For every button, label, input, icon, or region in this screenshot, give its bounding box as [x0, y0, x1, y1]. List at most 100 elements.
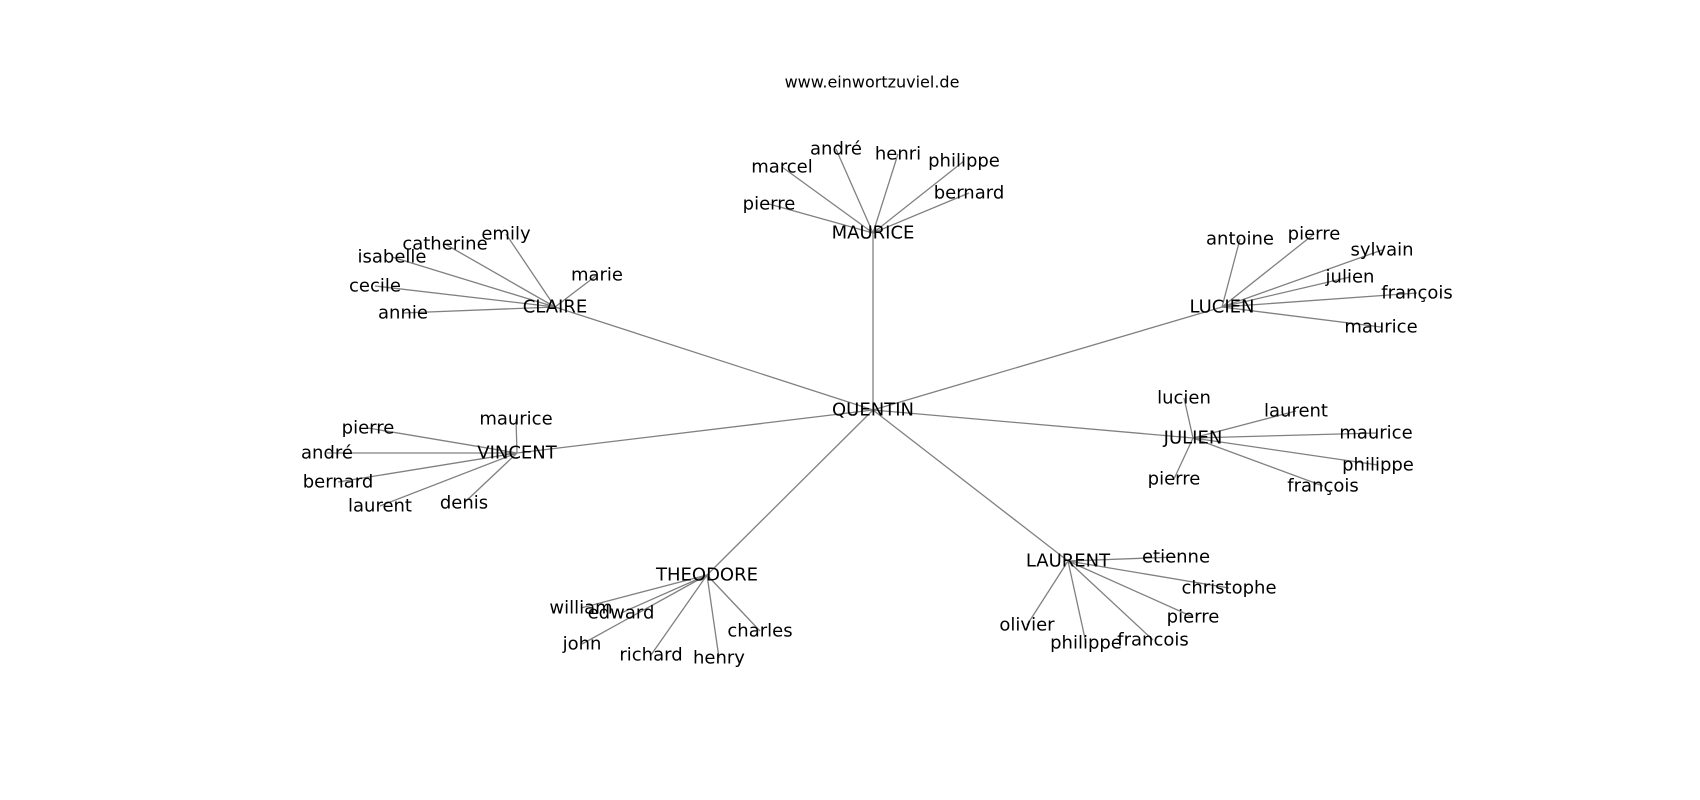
edge-hub-to-leaf — [580, 574, 708, 609]
edge-hub-to-leaf — [1183, 397, 1194, 439]
leaf-node: laurent — [1264, 401, 1328, 422]
edge-hub-to-leaf — [620, 574, 708, 614]
edge-hub-to-leaf — [444, 243, 556, 308]
leaf-node: john — [562, 634, 602, 655]
edge-hub-to-leaf — [1067, 560, 1087, 644]
leaf-node: bernard — [303, 472, 374, 493]
leaf-node: henri — [875, 144, 921, 165]
source-watermark: www.einwortzuviel.de — [785, 73, 960, 92]
edge-hub-to-leaf — [835, 148, 874, 234]
edge-hub-to-leaf — [391, 256, 556, 308]
edge-root-to-hub — [554, 306, 874, 411]
hub-node: VINCENT — [477, 443, 557, 464]
leaf-node: pierre — [1167, 607, 1220, 628]
edge-root-to-hub — [706, 409, 874, 576]
hub-node: LAURENT — [1026, 551, 1111, 572]
edge-root-to-hub — [872, 409, 1194, 439]
edge-hub-to-leaf — [1192, 432, 1377, 439]
edge-hub-to-leaf — [1067, 560, 1230, 589]
leaf-node: edward — [588, 603, 655, 624]
leaf-node: maurice — [1344, 317, 1417, 338]
edge-hub-to-leaf — [374, 285, 556, 308]
leaf-node: pierre — [1148, 469, 1201, 490]
hub-node: CLAIRE — [523, 297, 588, 318]
edge-hub-to-leaf — [1221, 292, 1418, 308]
leaf-node: olivier — [999, 615, 1055, 636]
leaf-node: maurice — [479, 409, 552, 430]
leaf-node: julien — [1325, 267, 1375, 288]
leaf-node: philippe — [928, 151, 1000, 172]
edge-hub-to-leaf — [515, 418, 518, 454]
leaf-node: pierre — [342, 418, 395, 439]
edge-hub-to-leaf — [337, 452, 518, 483]
edge-hub-to-leaf — [872, 160, 965, 234]
leaf-node: henry — [693, 648, 745, 669]
edge-hub-to-leaf — [1026, 560, 1069, 626]
edge-hub-to-leaf — [781, 166, 874, 234]
hub-node: THEODORE — [655, 565, 758, 586]
leaf-node: antoine — [1206, 229, 1274, 250]
leaf-node: francois — [1117, 630, 1188, 651]
edge-root-to-hub — [872, 409, 1069, 562]
edge-hub-to-leaf — [872, 192, 970, 234]
edge-hub-to-leaf — [463, 452, 518, 504]
edge-hub-to-leaf — [1221, 249, 1383, 308]
leaf-node: andré — [301, 443, 353, 464]
leaf-node: sylvain — [1350, 240, 1413, 261]
leaf-node: philippe — [1342, 455, 1414, 476]
edge-hub-to-leaf — [379, 452, 518, 507]
hub-node: LUCIEN — [1189, 297, 1254, 318]
leaf-node: françois — [1381, 283, 1452, 304]
leaf-node: pierre — [743, 194, 796, 215]
leaf-node: françois — [1287, 476, 1358, 497]
leaf-node: william — [549, 598, 612, 619]
edge-hub-to-leaf — [1067, 556, 1177, 562]
leaf-node: cecile — [349, 276, 401, 297]
edge-hub-to-leaf — [706, 574, 761, 632]
leaf-node: isabelle — [358, 247, 427, 268]
edge-hub-to-leaf — [650, 574, 708, 656]
edge-hub-to-leaf — [581, 574, 708, 645]
leaf-node: marie — [571, 265, 623, 286]
leaf-node: marcel — [751, 157, 813, 178]
edge-hub-to-leaf — [1067, 560, 1194, 618]
edge-hub-to-leaf — [1192, 437, 1324, 487]
edge-hub-to-leaf — [768, 203, 874, 234]
leaf-node: etienne — [1142, 547, 1210, 568]
leaf-node: pierre — [1288, 224, 1341, 245]
leaf-node: andré — [810, 139, 862, 160]
edge-hub-to-leaf — [554, 274, 598, 308]
leaf-node: charles — [727, 621, 792, 642]
edges — [327, 148, 1418, 659]
edge-root-to-hub — [872, 306, 1223, 411]
leaf-node: philippe — [1050, 633, 1122, 654]
edge-hub-to-leaf — [1221, 233, 1315, 308]
leaf-node: laurent — [348, 496, 412, 517]
hub-node: JULIEN — [1163, 428, 1223, 449]
edge-hub-to-leaf — [1067, 560, 1154, 641]
root-node: QUENTIN — [832, 400, 914, 421]
edge-hub-to-leaf — [1221, 276, 1351, 308]
leaf-node: richard — [619, 645, 682, 666]
leaf-node: annie — [378, 303, 428, 324]
leaf-node: catherine — [402, 234, 487, 255]
hub-node: MAURICE — [832, 223, 915, 244]
leaf-node: maurice — [1339, 423, 1412, 444]
edge-hub-to-leaf — [1192, 410, 1297, 439]
node-labels: QUENTIN MAURICE andré henri marcel philippe p… — [301, 139, 1453, 669]
leaf-node: denis — [440, 493, 488, 514]
edge-hub-to-leaf — [1192, 437, 1379, 466]
edge-root-to-hub — [516, 409, 874, 454]
leaf-node: christophe — [1181, 578, 1276, 599]
edge-hub-to-leaf — [402, 306, 556, 314]
edge-hub-to-leaf — [1221, 306, 1382, 328]
edge-hub-to-leaf — [1173, 437, 1194, 480]
edge-hub-to-leaf — [706, 574, 720, 659]
leaf-node: bernard — [934, 183, 1005, 204]
leaf-node: lucien — [1157, 388, 1211, 409]
leaf-node: emily — [481, 224, 531, 245]
edge-hub-to-leaf — [505, 233, 556, 308]
edge-hub-to-leaf — [872, 153, 899, 234]
edge-hub-to-leaf — [367, 427, 518, 454]
